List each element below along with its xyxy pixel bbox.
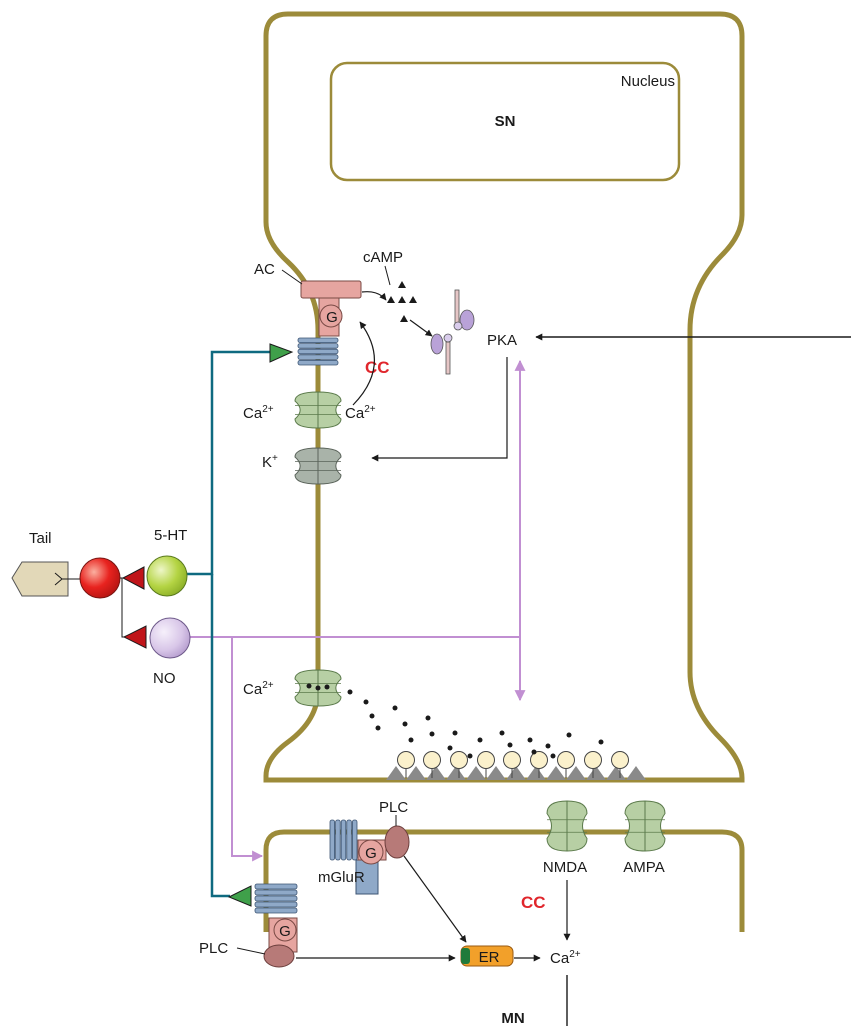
- red-terminal-to-no: [122, 625, 147, 649]
- mn-label: MN: [501, 1010, 524, 1026]
- no-label: NO: [153, 670, 176, 687]
- serotonin-terminal-sn: [269, 343, 294, 363]
- nucleus-label: Nucleus: [621, 73, 675, 90]
- ca-label-left-1: Ca2+: [243, 404, 274, 422]
- k-label: K+: [262, 453, 278, 471]
- serotonergic-neuron: [146, 555, 188, 597]
- nucleus: [329, 61, 681, 182]
- no-neuron: [149, 617, 191, 659]
- serotonin-terminal-mn: [227, 885, 252, 907]
- adenylyl-cyclase-icon: [300, 280, 362, 299]
- serotonin-path-to-mn: [210, 574, 230, 898]
- mglur-g-plc-complex: G: [355, 825, 410, 895]
- nmda-label: NMDA: [543, 859, 587, 876]
- red-terminal-to-5ht: [121, 566, 145, 590]
- ac-to-camp-arrow: [361, 291, 387, 301]
- serotonin-path: [187, 350, 272, 576]
- g-label-sn: G: [326, 309, 338, 326]
- ca-label-right-1: Ca2+: [345, 404, 376, 422]
- pka-label: PKA: [487, 332, 517, 349]
- tail-label: Tail: [29, 530, 52, 547]
- endoplasmic-reticulum-icon: ER: [460, 945, 514, 967]
- camp-to-pka-arrow: [409, 319, 433, 337]
- calcium-channel-lower: [294, 669, 342, 707]
- docked-vesicles: [397, 751, 629, 778]
- potassium-channel: [294, 447, 342, 485]
- ca-label-left-2: Ca2+: [243, 680, 274, 698]
- ampa-receptor-icon: [624, 800, 666, 852]
- ac-g-complex: G: [300, 280, 362, 337]
- sensory-neuron-membrane: [263, 11, 745, 783]
- calcium-channel-upper: [294, 391, 342, 429]
- cc-label-sn: CC: [365, 358, 390, 377]
- pka-to-k-arrow: [371, 357, 508, 462]
- g-label-mglur: G: [365, 845, 377, 862]
- camp-label: cAMP: [363, 249, 403, 266]
- mglur-label: mGluR: [318, 869, 365, 886]
- seven-tm-receptor-icon: [254, 883, 298, 914]
- interneuron-red: [79, 557, 121, 599]
- pka-subunit-icon: [430, 289, 475, 375]
- cc-label-mn: CC: [521, 893, 546, 912]
- sn-label: SN: [495, 113, 516, 130]
- plc-top-to-er-arrow: [403, 855, 467, 943]
- plc-label-top: PLC: [379, 799, 408, 816]
- ca-to-ac-cc-arrow: [352, 321, 376, 406]
- active-zone: [386, 766, 646, 780]
- mn-g-plc-complex: G: [263, 917, 298, 968]
- camp-molecules: [387, 281, 417, 322]
- tail-icon: [11, 561, 69, 597]
- transmitter-dots: [347, 689, 604, 759]
- ca-label-mn: Ca2+: [550, 949, 581, 967]
- nmda-receptor-icon: [546, 800, 588, 852]
- 5ht-label: 5-HT: [154, 527, 187, 544]
- g-label-mn: G: [279, 923, 291, 940]
- plc-label-bottom: PLC: [199, 940, 228, 957]
- seven-tm-receptor-icon: [329, 819, 358, 861]
- no-path-to-mn-arrow: [231, 637, 264, 862]
- ampa-label: AMPA: [623, 859, 664, 876]
- ac-label: AC: [254, 261, 275, 278]
- motor-neuron-membrane: [263, 829, 745, 932]
- er-label: ER: [479, 949, 500, 966]
- seven-tm-receptor-icon: [297, 337, 339, 366]
